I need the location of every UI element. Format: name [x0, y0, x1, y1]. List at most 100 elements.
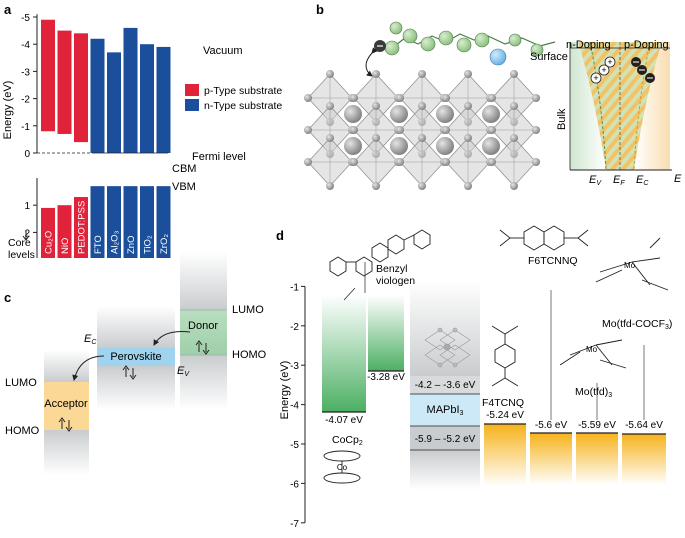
material-label: Al₂O₃ — [110, 230, 121, 254]
donor-column-bottom — [180, 355, 227, 410]
valence-bar — [74, 197, 88, 258]
legend-swatch-p — [185, 84, 199, 96]
surface-label: Surface — [530, 51, 568, 63]
material-label: Cu₂O — [44, 231, 55, 254]
core-levels-label: Core levels — [8, 237, 35, 261]
motfd-structure-icon — [559, 339, 627, 369]
panel-d: d Energy (eV) -1-2-3-4-5-6-7 -4.07 eV -3… — [276, 225, 672, 530]
panel-a-tick-label: -3 — [21, 67, 30, 78]
anion-atom — [418, 182, 426, 190]
legend-label-n: n-Type substrate — [204, 100, 282, 112]
legend-swatch-n — [185, 99, 199, 111]
anion-atom — [488, 158, 496, 166]
conduction-bar — [156, 46, 171, 153]
conduction-bar — [74, 33, 88, 143]
panel-a-tick-label: -1 — [21, 122, 30, 133]
panel-d-axis: -1-2-3-4-5-6-7 — [290, 282, 306, 530]
anion-atom — [350, 126, 358, 134]
panel-d-tick-label: -3 — [290, 361, 299, 372]
a-site-cation — [390, 105, 408, 123]
anion-atom — [464, 70, 472, 78]
ev-label: EV — [589, 174, 602, 187]
anion-atom — [372, 182, 380, 190]
panel-a-tick-label: 2 — [24, 228, 30, 239]
conduction-bar — [90, 38, 105, 154]
motfdcocf3-level-label: -5.64 eV — [625, 420, 663, 431]
valence-bar — [107, 186, 121, 258]
motfdcocf3-bar — [622, 434, 666, 485]
core-levels-line2: levels — [8, 249, 35, 261]
legend-label-p: p-Type substrate — [204, 85, 282, 97]
mapbi3-gap — [410, 394, 480, 426]
valence-bar — [123, 186, 138, 258]
material-label: TiO₂ — [143, 235, 154, 254]
f6tcnnq-level-label: -5.6 eV — [535, 420, 568, 431]
anion-atom — [372, 102, 380, 110]
acceptor-band — [44, 382, 89, 430]
anion-atom — [510, 182, 518, 190]
perovskite-to-acceptor-arrow — [72, 355, 105, 381]
motfd-label: Mo(tfd)3 — [575, 386, 612, 399]
mapbi3-cb-region — [410, 280, 480, 376]
valence-bar — [90, 186, 105, 258]
cocp2-co-label: Co — [337, 463, 348, 472]
anion-atom — [326, 182, 334, 190]
anion-atom — [326, 134, 334, 142]
hole-charges: + + + — [590, 56, 616, 84]
anion-atom — [418, 102, 426, 110]
conduction-bar — [107, 52, 121, 153]
n-doping-label: n-Doping — [566, 39, 611, 51]
svg-text:+: + — [607, 57, 612, 67]
anion-atom — [304, 94, 312, 102]
lumo-left-label: LUMO — [5, 377, 37, 389]
homo-right-label: HOMO — [232, 349, 267, 361]
homo-left-label: HOMO — [5, 425, 40, 437]
valence-bar — [41, 207, 55, 258]
anion-atom — [510, 134, 518, 142]
cocp2-bar — [322, 295, 366, 412]
anion-atom — [396, 158, 404, 166]
panel-a-tick-label: 1 — [24, 201, 30, 212]
donor-column-top — [180, 252, 227, 310]
a-site-cation — [344, 105, 362, 123]
vbm-label: VBM — [172, 181, 196, 193]
f4tcnq-structure-icon — [491, 325, 519, 387]
core-level-arrow-icon — [22, 230, 30, 241]
mapbi3-vb-region — [410, 450, 480, 490]
anion-atom — [372, 70, 380, 78]
benzyl-viologen-structure-icon — [329, 229, 431, 277]
anion-atom — [418, 134, 426, 142]
anion-atom — [532, 158, 540, 166]
mapbi3-lattice-icon — [424, 327, 471, 368]
fermi-level-label: Fermi level — [192, 151, 246, 163]
perovskite-spin-arrows — [122, 365, 137, 380]
f4tcnq-level-label: -5.24 eV — [486, 410, 524, 421]
donor-to-perovskite-arrow — [153, 331, 191, 346]
motfd-level-label: -5.59 eV — [578, 420, 616, 431]
panel-a-tick-label: -2 — [21, 95, 30, 106]
anion-atom — [510, 70, 518, 78]
panel-a-y-axis-title: Energy (eV) — [2, 81, 14, 140]
dopant-molecule — [384, 21, 556, 66]
anion-atom — [464, 134, 472, 142]
a-site-cation — [436, 137, 454, 155]
material-label: ZnO — [126, 236, 137, 254]
conduction-bar — [41, 19, 55, 132]
anion-atom — [418, 70, 426, 78]
panel-a-tick-label: -5 — [21, 13, 30, 24]
mapbi3-vb-label: -5.9 – -5.2 eV — [415, 434, 476, 445]
panel-d-tick-label: -7 — [290, 519, 299, 530]
electron-charges — [631, 57, 655, 83]
acceptor-label: Acceptor — [44, 398, 88, 410]
panel-d-tick-label: -2 — [290, 322, 299, 333]
a-site-cation — [482, 105, 500, 123]
f6tcnnq-structure-icon — [499, 225, 589, 251]
ec-label: EC — [636, 174, 649, 187]
vacuum-label: Vacuum — [203, 45, 243, 57]
perovskite-column-bottom — [97, 366, 175, 410]
conduction-bar — [57, 30, 72, 134]
a-site-cation — [390, 137, 408, 155]
anion-atom — [442, 94, 450, 102]
